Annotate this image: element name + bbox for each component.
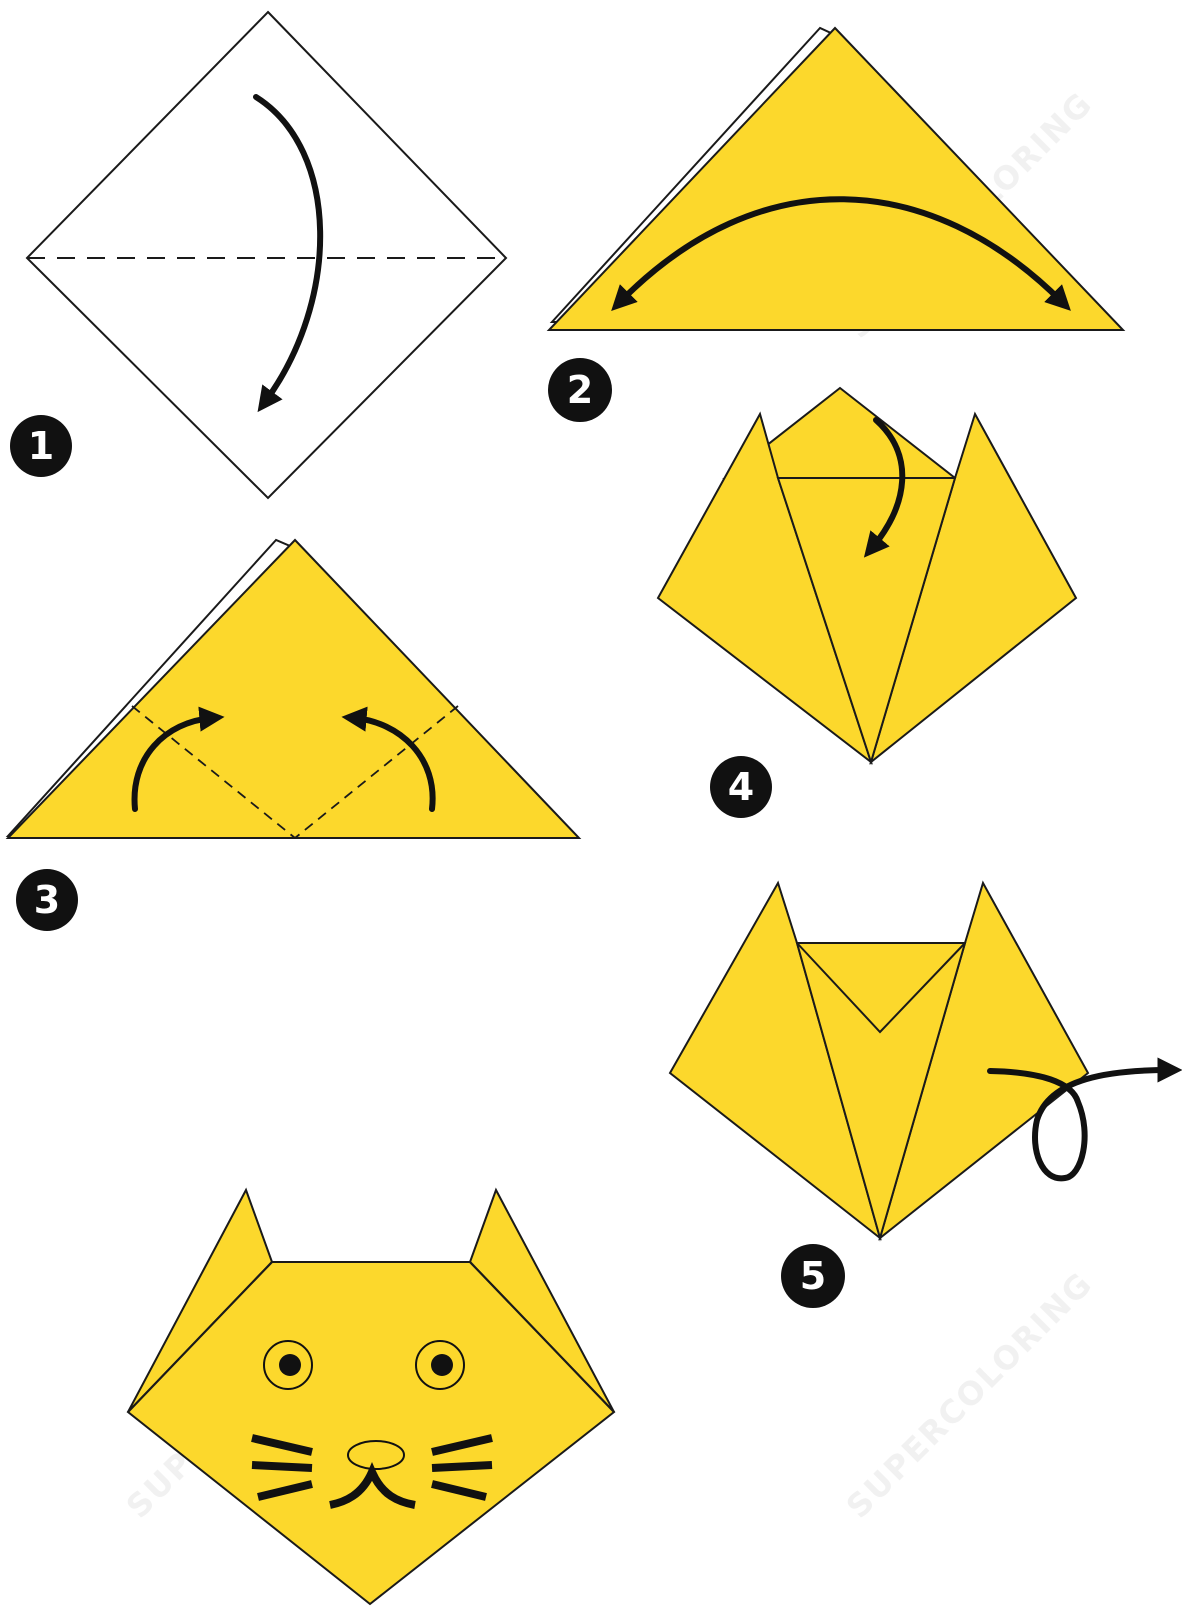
step-4-number: 4 [728,765,754,809]
cat-whisker-left-2 [252,1465,312,1468]
cat-left-pupil [279,1354,301,1376]
step-1-paper [27,12,506,498]
cat-right-pupil [431,1354,453,1376]
step-1-badge: 1 [10,415,72,477]
cat-nose [348,1441,404,1469]
step-1-diagram [27,12,506,498]
step-2-diagram [549,28,1123,330]
step-5-badge: 5 [781,1244,845,1308]
step-3-badge: 3 [16,869,78,931]
final-cat-face [128,1190,614,1604]
step-3-diagram [8,540,579,838]
step-4-badge: 4 [710,756,772,818]
step-5-diagram [670,883,1170,1238]
cat-whisker-right-2 [432,1465,492,1468]
step-1-number: 1 [28,424,54,468]
step-2-badge: 2 [548,358,612,422]
step-4-diagram [658,388,1076,762]
watermark-4: SUPERCOLORING [839,1264,1100,1525]
step-2-number: 2 [567,368,593,412]
step-3-paper [8,540,579,838]
step-5-number: 5 [800,1254,826,1298]
step-3-number: 3 [34,878,60,922]
